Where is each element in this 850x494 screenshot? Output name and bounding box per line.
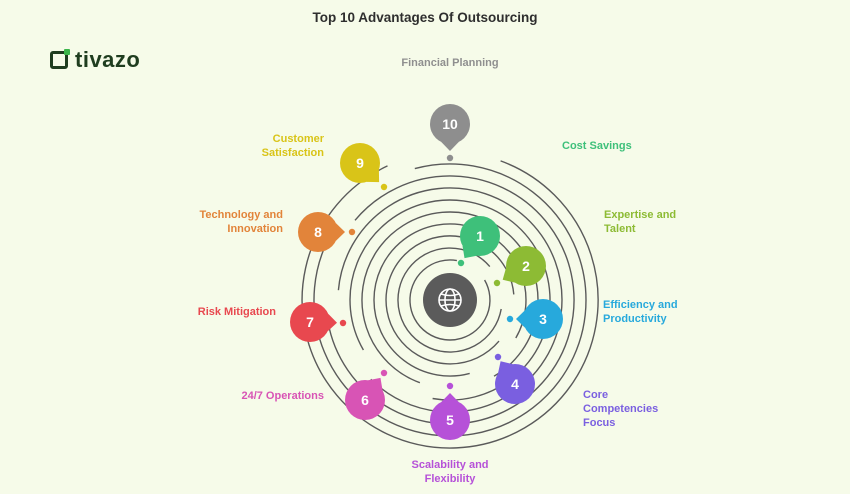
logo-text: tivazo <box>75 47 141 72</box>
pin-circle <box>298 212 338 252</box>
pin-number: 9 <box>356 155 364 171</box>
pin-pointer <box>516 310 525 328</box>
label-item-4: Core Competencies Focus <box>583 389 659 429</box>
pin-circle <box>430 104 470 144</box>
pin-circle <box>523 299 563 339</box>
pin-number: 5 <box>446 412 454 428</box>
pin-circle <box>290 302 330 342</box>
diagram-title: Top 10 Advantages Of Outsourcing <box>312 10 538 25</box>
label-item-5: Scalability and Flexibility <box>411 459 489 485</box>
pin-2: 2 <box>493 246 546 287</box>
ring-dot <box>446 154 454 162</box>
label-item-2: Expertise and Talent <box>604 209 677 235</box>
pin-number: 4 <box>511 376 519 392</box>
ring-dot <box>380 369 388 377</box>
ring-dot <box>339 319 347 327</box>
ring-dot <box>348 228 356 236</box>
pin-circle <box>506 246 546 286</box>
pin-7: 7 <box>290 302 347 342</box>
globe-icon <box>438 288 462 312</box>
label-item-3: Efficiency and Productivity <box>603 299 678 325</box>
label-item-7: Risk Mitigation <box>197 306 276 318</box>
label-item-1: Cost Savings <box>562 140 632 152</box>
label-item-6: 24/7 Operations <box>241 390 324 402</box>
pin-pointer <box>441 142 459 151</box>
pin-circle <box>340 143 380 183</box>
label-item-8: Technology and Innovation <box>199 209 283 235</box>
numbered-pins: 1 2 3 4 5 6 7 8 9 10 <box>290 104 563 440</box>
ring-arc <box>327 175 575 425</box>
pin-circle <box>345 380 385 420</box>
pin-3: 3 <box>506 299 563 339</box>
ring-arc <box>313 163 587 437</box>
pin-1: 1 <box>457 216 500 267</box>
ring-arc <box>397 247 502 353</box>
ring-arc <box>301 160 599 449</box>
pin-4: 4 <box>494 353 535 404</box>
logo-mark-icon <box>50 49 70 69</box>
pin-number: 10 <box>442 116 458 132</box>
pin-pointer <box>327 313 337 332</box>
pin-number: 8 <box>314 224 322 240</box>
pin-9: 9 <box>340 143 388 191</box>
pin-circle <box>460 216 500 256</box>
label-item-9: Customer Satisfaction <box>261 133 324 159</box>
pin-number: 6 <box>361 392 369 408</box>
ring-arc <box>409 259 491 341</box>
ring-dot <box>457 259 465 267</box>
pin-pointer <box>336 223 345 241</box>
ring-dot <box>494 353 502 361</box>
label-financial-planning: Financial Planning <box>401 57 499 69</box>
pin-circle <box>430 400 470 440</box>
pin-number: 1 <box>476 228 484 244</box>
pin-10: 10 <box>430 104 470 162</box>
ring-dot <box>493 279 501 287</box>
ring-dot <box>380 183 388 191</box>
pin-8: 8 <box>298 212 356 252</box>
tivazo-logo: tivazo <box>50 47 140 73</box>
center-globe <box>423 273 477 327</box>
pin-6: 6 <box>345 369 388 420</box>
pin-circle <box>495 364 535 404</box>
pin-5: 5 <box>430 382 470 440</box>
ring-dot <box>446 382 454 390</box>
pin-number: 3 <box>539 311 547 327</box>
ring-dot <box>506 315 514 323</box>
pin-number: 7 <box>306 314 314 330</box>
pin-number: 2 <box>522 258 530 274</box>
pin-pointer <box>441 393 459 402</box>
